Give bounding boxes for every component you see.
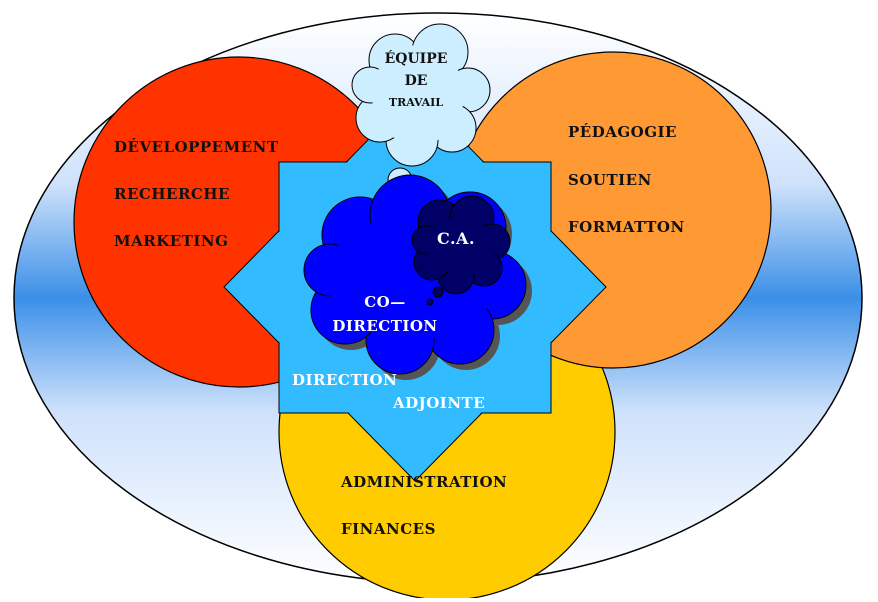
codirection-cloud [303,174,532,380]
ca-label: C.A. [437,229,476,248]
codirection-line-2: DIRECTION [332,317,438,335]
label-soutien: SOUTIEN [568,171,652,189]
thought-line-1: ÉQUIPE [384,51,448,67]
label-finances: FINANCES [341,520,436,538]
codirection-line-1: CO— [364,293,406,311]
label-pedagogie: PÉDAGOGIE [568,123,677,141]
thought-line-3: TRAVAIL [388,96,444,109]
label-recherche: RECHERCHE [114,185,230,203]
thought-bubble-label: ÉQUIPE DE TRAVAIL [370,48,462,114]
label-administration: ADMINISTRATION [341,473,508,491]
label-direction: DIRECTION [292,371,398,389]
label-adjointe: ADJOINTE [393,394,486,412]
label-marketing: MARKETING [114,232,229,250]
label-developpement: DÉVELOPPEMENT [114,138,279,156]
label-formatton: FORMATTON [568,218,685,236]
codirection-label: CO— DIRECTION [330,290,440,338]
ca-cloud [411,195,511,306]
thought-line-2: DE [404,73,428,89]
